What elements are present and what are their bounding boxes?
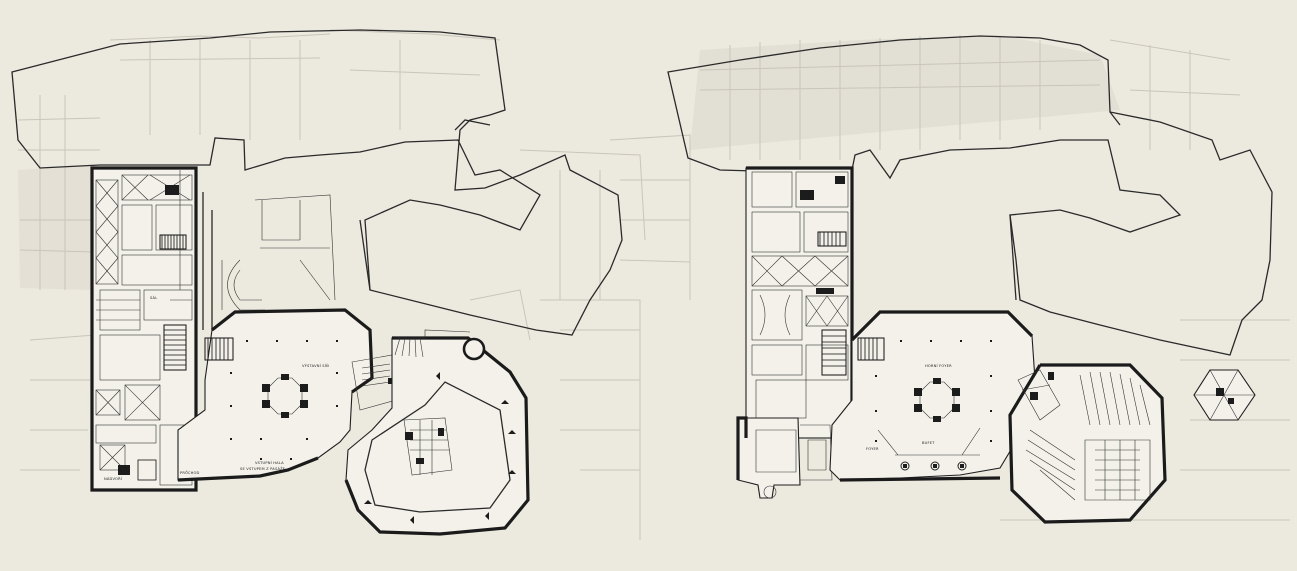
buffet-tables-right [900, 461, 967, 471]
central-core-blocks-left [262, 374, 308, 418]
label-entry-hall-sub: SE VSTUPEM Z PASÁŽE [240, 466, 286, 471]
label-courtyard: NÁDVOŘÍ [104, 476, 122, 481]
ghost-context-left [17, 29, 646, 540]
vaulted-rooms-left [95, 170, 193, 486]
central-core-blocks-right [914, 378, 960, 422]
auditorium-seating-right [1025, 371, 1151, 501]
site-outline-right [667, 35, 1273, 356]
columns-left [230, 340, 338, 460]
label-upper-foyer: HORNÍ FOYER [925, 363, 952, 368]
label-corridor: PRŮCHOD [180, 470, 200, 475]
plan-right: HORNÍ FOYER BUFET FOYER [667, 35, 1273, 524]
pavilion-core-left [405, 428, 444, 464]
label-foyer: FOYER [866, 447, 879, 451]
exhibition-hall-left [177, 309, 373, 481]
label-entry-hall: VSTUPNÍ HALA [255, 460, 284, 465]
east-pavilion-left [345, 337, 529, 535]
site-outline-left [11, 29, 623, 336]
plan-left: SÁL NÁDVOŘÍ VÝSTAVNÍ SÍŇ VSTUPNÍ H [11, 29, 623, 536]
pavilion-markers-left [364, 372, 516, 524]
label-small-room: SÁL [150, 295, 157, 300]
label-buffet: BUFET [922, 441, 935, 445]
round-tower-left [462, 337, 486, 361]
label-exhibition-hall: VÝSTAVNÍ SÍŇ [302, 363, 329, 368]
stair-cores-left [118, 185, 187, 481]
columns-right [875, 340, 992, 442]
vaulted-rooms-right [751, 171, 849, 419]
stair-cores-right [800, 176, 847, 376]
